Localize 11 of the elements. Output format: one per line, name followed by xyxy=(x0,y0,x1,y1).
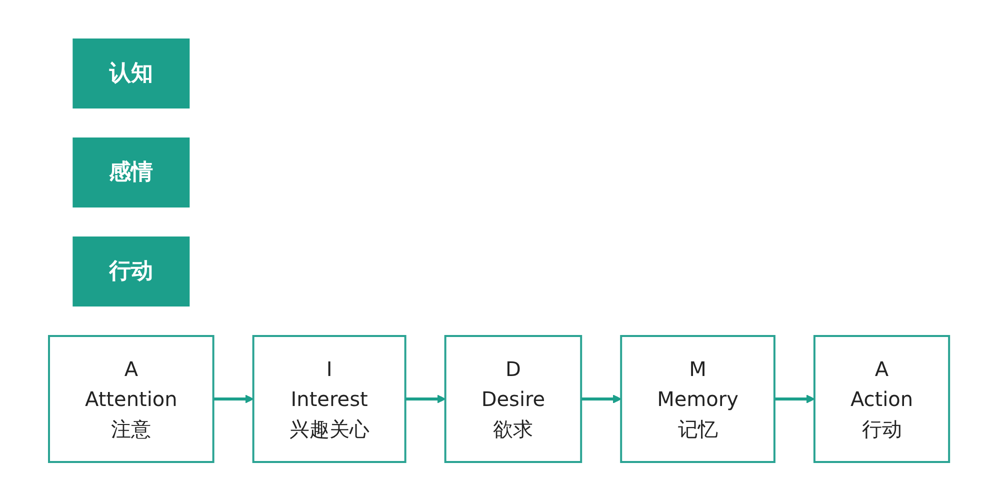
node-box: 认知 xyxy=(72,38,190,108)
node-box: M Memory 记忆 xyxy=(620,334,776,462)
arrow xyxy=(213,394,254,403)
arrow xyxy=(581,394,622,403)
node-box: I Interest 兴趣关心 xyxy=(252,334,406,462)
node-box: A Attention 注意 xyxy=(48,334,214,462)
node-box: A Action 行动 xyxy=(813,334,950,462)
arrow xyxy=(774,394,815,403)
arrow xyxy=(405,394,446,403)
node-box: 感情 xyxy=(72,137,190,207)
node-box: D Desire 欲求 xyxy=(444,334,582,462)
